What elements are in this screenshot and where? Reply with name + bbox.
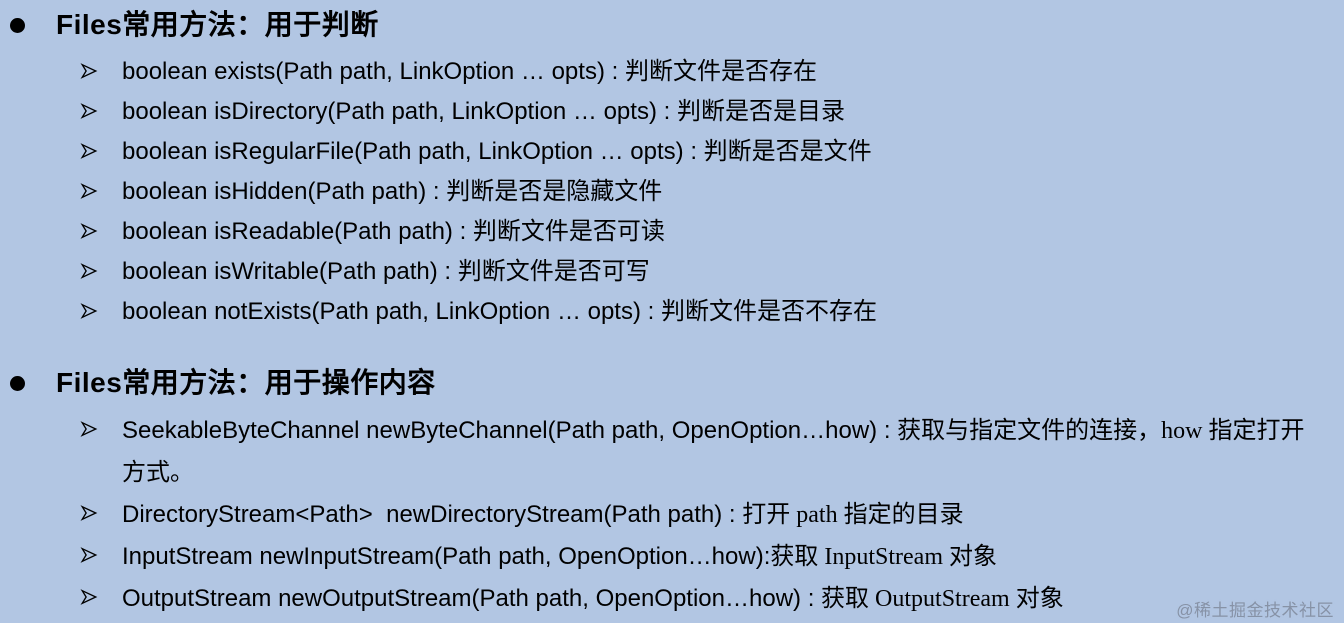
- item-text: boolean isReadable(Path path) : 判断文件是否可读: [122, 212, 1328, 252]
- method-description: 判断文件是否不存在: [660, 299, 877, 325]
- watermark: @稀土掘金技术社区: [1176, 601, 1334, 620]
- separator: :: [656, 98, 677, 125]
- arrowhead-bullet-icon: [80, 410, 122, 438]
- circle-bullet-icon: [10, 17, 25, 33]
- list-item: boolean exists(Path path, LinkOption … o…: [0, 52, 1344, 92]
- item-text: boolean isDirectory(Path path, LinkOptio…: [122, 92, 1328, 132]
- method-description: 判断是否是文件: [703, 139, 872, 165]
- method-signature: InputStream newInputStream(Path path, Op…: [122, 543, 764, 570]
- method-signature: DirectoryStream<Path> newDirectoryStream…: [122, 501, 723, 528]
- arrowhead-bullet-icon: [80, 172, 122, 200]
- item-text: SeekableByteChannel newByteChannel(Path …: [122, 410, 1328, 494]
- method-description: 判断文件是否存在: [624, 59, 817, 85]
- method-signature: boolean exists(Path path, LinkOption … o…: [122, 58, 605, 85]
- method-signature: boolean isHidden(Path path): [122, 178, 427, 205]
- method-description: 判断是否是隐藏文件: [446, 179, 663, 205]
- circle-bullet-icon: [10, 375, 25, 391]
- item-text: boolean exists(Path path, LinkOption … o…: [122, 52, 1328, 92]
- item-text: InputStream newInputStream(Path path, Op…: [122, 536, 1328, 578]
- method-description: 判断文件是否可读: [472, 219, 665, 245]
- section-heading: Files常用方法：用于判断: [0, 4, 1344, 46]
- arrowhead-bullet-icon: [80, 252, 122, 280]
- method-signature: OutputStream newOutputStream(Path path, …: [122, 585, 802, 612]
- separator: :: [604, 58, 625, 85]
- item-text: boolean notExists(Path path, LinkOption …: [122, 292, 1328, 332]
- list-item: boolean isDirectory(Path path, LinkOptio…: [0, 92, 1344, 132]
- method-signature: SeekableByteChannel newByteChannel(Path …: [122, 417, 878, 444]
- item-text: boolean isWritable(Path path) : 判断文件是否可写: [122, 252, 1328, 292]
- separator: :: [426, 178, 447, 205]
- method-description: 判断是否是目录: [676, 99, 845, 125]
- separator: :: [763, 543, 771, 570]
- arrowhead-bullet-icon: [80, 494, 122, 522]
- list-item: SeekableByteChannel newByteChannel(Path …: [0, 410, 1344, 494]
- separator: :: [801, 585, 822, 612]
- arrowhead-bullet-icon: [80, 132, 122, 160]
- section-heading: Files常用方法：用于操作内容: [0, 362, 1344, 404]
- method-list: boolean exists(Path path, LinkOption … o…: [0, 52, 1344, 332]
- arrowhead-bullet-icon: [80, 92, 122, 120]
- separator: :: [722, 501, 743, 528]
- list-item: boolean isRegularFile(Path path, LinkOpt…: [0, 132, 1344, 172]
- item-text: boolean isHidden(Path path) : 判断是否是隐藏文件: [122, 172, 1328, 212]
- arrowhead-bullet-icon: [80, 52, 122, 80]
- list-item: boolean isWritable(Path path) : 判断文件是否可写: [0, 252, 1344, 292]
- separator: :: [452, 218, 473, 245]
- method-list: SeekableByteChannel newByteChannel(Path …: [0, 410, 1344, 620]
- arrowhead-bullet-icon: [80, 292, 122, 320]
- list-item: DirectoryStream<Path> newDirectoryStream…: [0, 494, 1344, 536]
- list-item: boolean notExists(Path path, LinkOption …: [0, 292, 1344, 332]
- list-item: OutputStream newOutputStream(Path path, …: [0, 578, 1344, 620]
- item-text: boolean isRegularFile(Path path, LinkOpt…: [122, 132, 1328, 172]
- list-item: boolean isReadable(Path path) : 判断文件是否可读: [0, 212, 1344, 252]
- arrowhead-bullet-icon: [80, 578, 122, 606]
- method-signature: boolean isRegularFile(Path path, LinkOpt…: [122, 138, 684, 165]
- method-description: 打开 path 指定的目录: [742, 502, 964, 528]
- list-item: InputStream newInputStream(Path path, Op…: [0, 536, 1344, 578]
- separator: :: [683, 138, 704, 165]
- separator: :: [877, 417, 898, 444]
- section-title: Files常用方法：用于操作内容: [56, 367, 436, 398]
- method-signature: boolean notExists(Path path, LinkOption …: [122, 298, 641, 325]
- method-description: 获取 OutputStream 对象: [821, 586, 1064, 612]
- separator: :: [640, 298, 661, 325]
- arrowhead-bullet-icon: [80, 212, 122, 240]
- method-signature: boolean isWritable(Path path): [122, 258, 438, 285]
- list-item: boolean isHidden(Path path) : 判断是否是隐藏文件: [0, 172, 1344, 212]
- arrowhead-bullet-icon: [80, 536, 122, 564]
- item-text: DirectoryStream<Path> newDirectoryStream…: [122, 494, 1328, 536]
- method-signature: boolean isReadable(Path path): [122, 218, 453, 245]
- separator: :: [437, 258, 458, 285]
- method-signature: boolean isDirectory(Path path, LinkOptio…: [122, 98, 657, 125]
- section-title: Files常用方法：用于判断: [56, 9, 379, 40]
- method-description: 获取 InputStream 对象: [770, 544, 997, 570]
- item-text: OutputStream newOutputStream(Path path, …: [122, 578, 1328, 620]
- method-description: 获取与指定文件的连接，how 指定打开方式。: [122, 418, 1305, 486]
- method-description: 判断文件是否可写: [457, 259, 650, 285]
